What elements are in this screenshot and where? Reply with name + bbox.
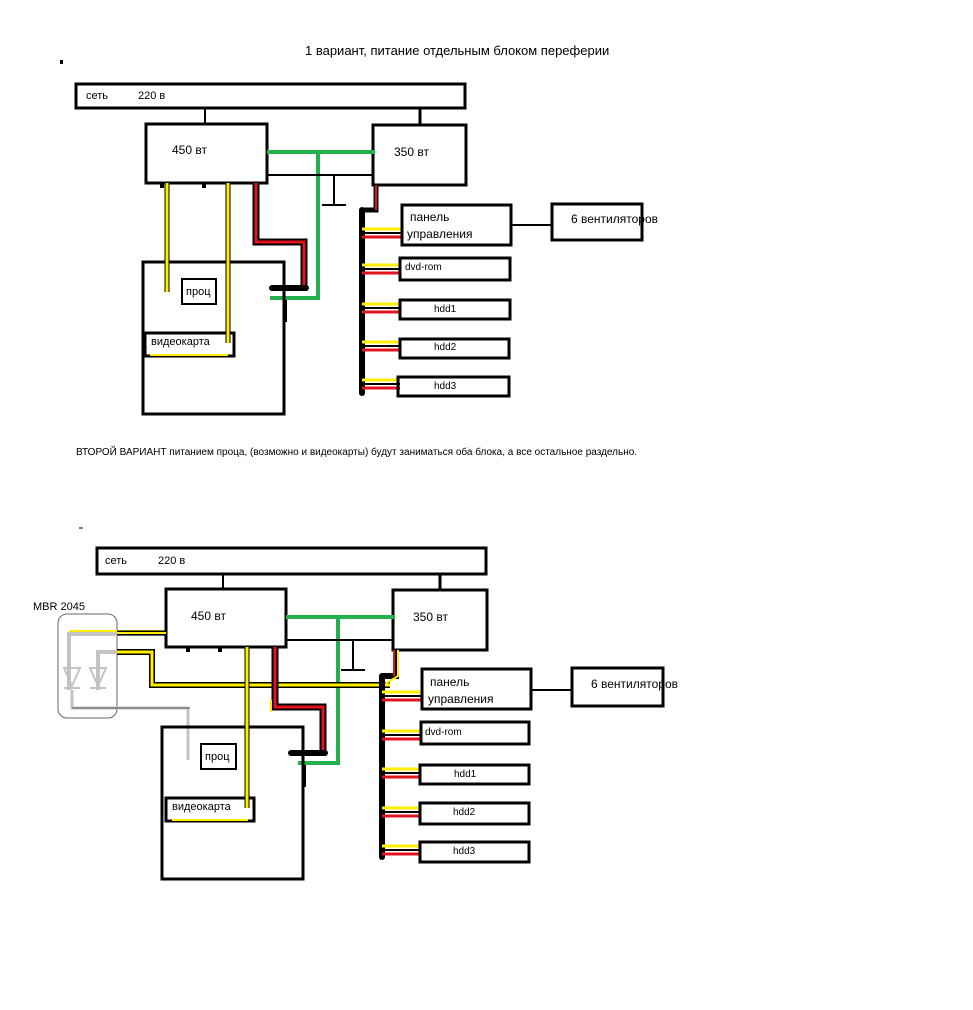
dvd-label-2: dvd-rom bbox=[425, 727, 462, 738]
hdd2-label: hdd2 bbox=[434, 342, 457, 353]
psu-350-2: 350 вт bbox=[391, 588, 489, 652]
hdd3-label-2: hdd3 bbox=[453, 846, 476, 857]
branches-2 bbox=[382, 690, 422, 856]
control-panel-line2: управления bbox=[407, 227, 472, 241]
control-panel-2-line1: панель bbox=[430, 675, 469, 689]
variant-1-heading: 1 вариант, питание отдельным блоком пере… bbox=[305, 43, 609, 58]
diode-module: MBR 2045 bbox=[33, 601, 190, 760]
fans-box: 6 вентиляторов bbox=[550, 202, 658, 242]
green-wire-drop bbox=[270, 150, 320, 300]
fans-box-2: 6 вентиляторов bbox=[570, 666, 678, 708]
mains-voltage: 220 в bbox=[138, 90, 165, 102]
diode-icon bbox=[88, 667, 108, 689]
psu-450-label: 450 вт bbox=[172, 143, 207, 157]
gpu-box: видеокарта bbox=[143, 331, 236, 358]
gpu-label: видеокарта bbox=[151, 336, 211, 348]
psu-450-label-2: 450 вт bbox=[191, 609, 226, 623]
hdd1-box-2: hdd1 bbox=[418, 763, 531, 786]
cpu-label: проц bbox=[186, 286, 211, 298]
mains-label-2: сеть bbox=[105, 555, 127, 567]
hdd3-box: hdd3 bbox=[396, 375, 511, 398]
dvd-box-2: dvd-rom bbox=[419, 720, 531, 746]
variant-2-heading: ВТОРОЙ ВАРИАНТ питанием проца, (возможно… bbox=[76, 445, 637, 458]
atx-red-wire bbox=[254, 183, 306, 290]
variant-1: 1 вариант, питание отдельным блоком пере… bbox=[60, 43, 658, 416]
gpu-label-2: видеокарта bbox=[172, 801, 232, 813]
control-panel: панель управления bbox=[400, 203, 513, 247]
fans-label: 6 вентиляторов bbox=[571, 212, 658, 226]
control-panel-line1: панель bbox=[410, 210, 449, 224]
branches bbox=[362, 227, 402, 390]
hdd3-box-2: hdd3 bbox=[418, 840, 531, 864]
hdd1-label: hdd1 bbox=[434, 304, 457, 315]
hdd2-label-2: hdd2 bbox=[453, 807, 476, 818]
mains-bar: сеть 220 в bbox=[74, 82, 467, 110]
cpu-box: проц bbox=[181, 278, 217, 305]
mains-voltage-2: 220 в bbox=[158, 555, 185, 567]
motherboard-2 bbox=[160, 725, 305, 881]
diode-icon bbox=[62, 667, 82, 689]
hdd2-box-2: hdd2 bbox=[418, 801, 531, 826]
psu-450: 450 вт bbox=[144, 122, 269, 185]
hdd1-label-2: hdd1 bbox=[454, 769, 477, 780]
psu-350-label-2: 350 вт bbox=[413, 610, 448, 624]
cpu-box-2: проц bbox=[200, 743, 237, 770]
stray-dot bbox=[60, 60, 63, 64]
mains-bar-2: сеть 220 в bbox=[95, 546, 488, 576]
gpu-box-2: видеокарта bbox=[164, 796, 256, 823]
mains-label: сеть bbox=[86, 90, 108, 102]
cpu-label-2: проц bbox=[205, 751, 230, 763]
hdd2-box: hdd2 bbox=[398, 337, 511, 360]
control-panel-2-line2: управления bbox=[428, 692, 493, 706]
hdd3-label: hdd3 bbox=[434, 381, 457, 392]
control-panel-2: панель управления bbox=[420, 667, 533, 711]
dvd-box: dvd-rom bbox=[398, 256, 512, 282]
motherboard bbox=[141, 260, 286, 416]
psu-350-label: 350 вт bbox=[394, 145, 429, 159]
dvd-label: dvd-rom bbox=[405, 262, 442, 273]
psu-450-2: 450 вт bbox=[164, 587, 288, 649]
hdd1-box: hdd1 bbox=[398, 298, 512, 321]
fans-label-2: 6 вентиляторов bbox=[591, 677, 678, 691]
diode-label: MBR 2045 bbox=[33, 601, 85, 613]
variant-2: ВТОРОЙ ВАРИАНТ питанием проца, (возможно… bbox=[33, 445, 678, 881]
psu-350: 350 вт bbox=[371, 123, 468, 187]
